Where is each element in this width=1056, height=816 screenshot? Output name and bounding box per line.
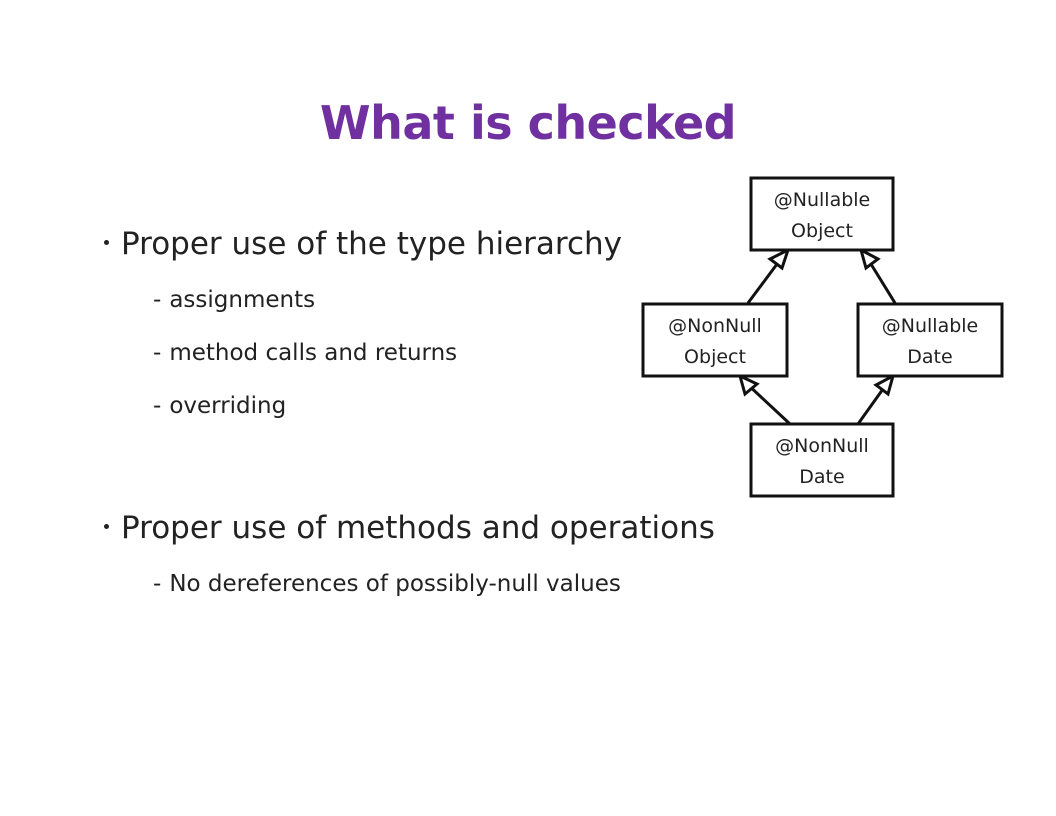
- node-label-annotation: @NonNull: [668, 315, 762, 337]
- subitem-no-dereferences: -No dereferences of possibly-null values: [153, 571, 621, 597]
- bullet-text: Proper use of the type hierarchy: [121, 226, 622, 262]
- arrowhead-icon: [858, 247, 881, 271]
- node-label-type: Date: [907, 346, 952, 368]
- dash-marker: -: [153, 340, 162, 366]
- dash-marker: -: [153, 393, 162, 419]
- node-box: [641, 302, 789, 378]
- bullet-text: Proper use of methods and operations: [121, 510, 715, 546]
- node-nonnull-object: @NonNull Object: [641, 302, 789, 378]
- subitem-overriding: -overriding: [153, 393, 286, 419]
- subitem-text: assignments: [169, 287, 316, 313]
- node-box: [749, 422, 895, 498]
- subitem-text: No dereferences of possibly-null values: [169, 571, 621, 597]
- node-nonnull-date: @NonNull Date: [749, 422, 895, 498]
- dash-marker: -: [153, 571, 162, 597]
- node-label-annotation: @Nullable: [774, 189, 870, 211]
- node-nullable-date: @Nullable Date: [856, 302, 1004, 378]
- node-box: [856, 302, 1004, 378]
- subitem-text: overriding: [169, 393, 287, 419]
- bullet-dot: [104, 240, 109, 245]
- subitem-assignments: -assignments: [153, 287, 315, 313]
- node-box: [749, 176, 895, 252]
- node-nullable-object: @Nullable Object: [749, 176, 895, 252]
- node-label-type: Object: [684, 346, 746, 368]
- subitem-method-calls: -method calls and returns: [153, 340, 457, 366]
- dash-marker: -: [153, 287, 162, 313]
- bullet-methods-operations: Proper use of methods and operations: [104, 510, 715, 546]
- node-label-type: Date: [799, 466, 844, 488]
- subitem-text: method calls and returns: [169, 340, 458, 366]
- arrowhead-icon: [767, 247, 791, 271]
- arrowhead-icon: [873, 373, 896, 397]
- bullet-dot: [104, 524, 109, 529]
- arrowhead-icon: [737, 373, 760, 397]
- node-label-annotation: @NonNull: [775, 435, 869, 457]
- node-label-type: Object: [791, 220, 853, 242]
- node-label-annotation: @Nullable: [882, 315, 978, 337]
- slide-title: What is checked: [319, 96, 737, 150]
- bullet-type-hierarchy: Proper use of the type hierarchy: [104, 226, 622, 262]
